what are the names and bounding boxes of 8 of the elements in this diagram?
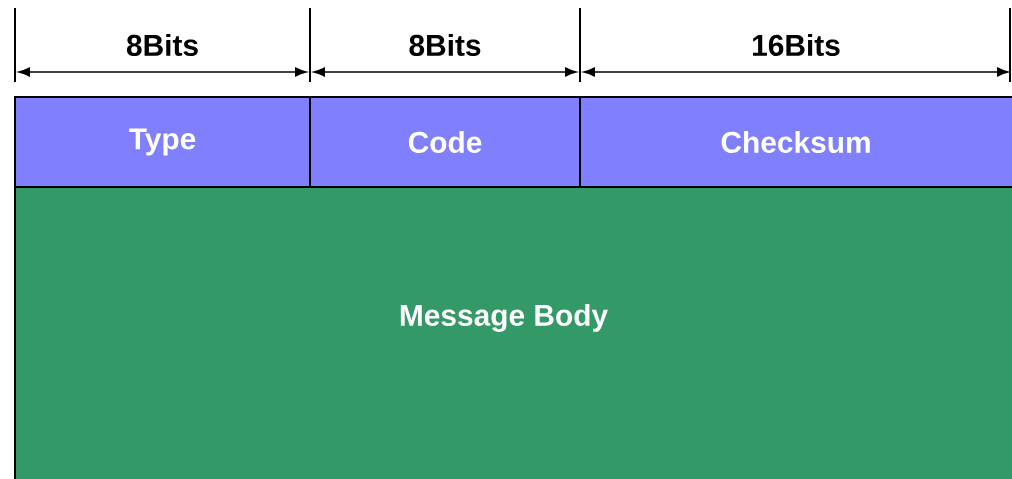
header-field: Code (309, 96, 581, 188)
dimension-label: 8Bits (126, 34, 198, 56)
body-field: Message Body (14, 186, 1012, 479)
header-field: Checksum (579, 96, 1012, 188)
node-label: Checksum (721, 131, 870, 153)
dimension-label: 16Bits (753, 34, 840, 56)
header-field: Type (14, 96, 311, 188)
dimension-label: 8Bits (409, 34, 481, 56)
